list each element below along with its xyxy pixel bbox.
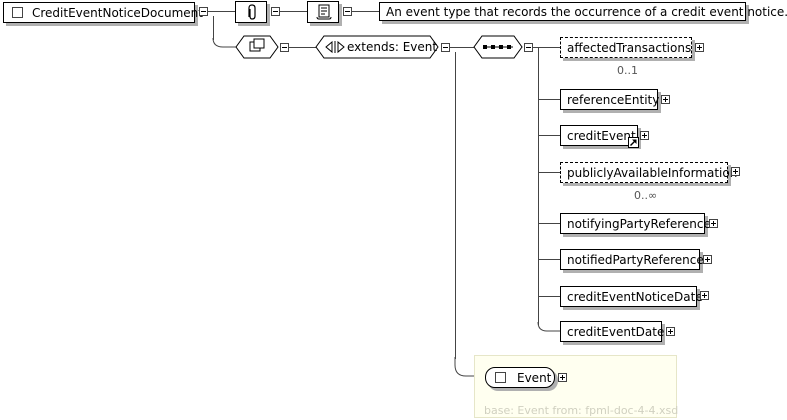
connector-curve [212, 37, 237, 48]
element-label: publiclyAvailableInformation [567, 166, 738, 180]
extends-node[interactable]: extends: Event [347, 39, 437, 55]
extends-node-shape [315, 35, 439, 59]
element-affected-transactions[interactable]: affectedTransactions [560, 37, 692, 58]
documentation-collapse-toggle[interactable] [343, 7, 352, 16]
squares-icon [249, 38, 265, 52]
paperclip-icon [248, 4, 256, 20]
expand-toggle[interactable] [640, 131, 649, 140]
element-label: referenceEntity [567, 93, 660, 107]
connector [538, 223, 560, 224]
expand-toggle[interactable] [661, 95, 670, 104]
element-notifying-party-reference[interactable]: notifyingPartyReference [560, 213, 711, 234]
element-label: notifiedPartyReference [567, 253, 704, 267]
connector [455, 52, 456, 359]
element-publicly-available-information[interactable]: publiclyAvailableInformation [560, 162, 737, 183]
annotation-text: An event type that records the occurrenc… [386, 5, 787, 19]
root-element-label: CreditEventNoticeDocument [32, 6, 203, 20]
element-square-icon [495, 372, 506, 383]
connector [352, 11, 379, 12]
element-label: creditEventDate [567, 325, 665, 339]
connector [538, 99, 560, 100]
element-label: creditEventNoticeDate [567, 290, 703, 304]
root-collapse-toggle[interactable] [199, 7, 208, 16]
base-element-label: Event [517, 371, 552, 385]
cardinality-label: 0..1 [617, 64, 638, 77]
base-caption: base: Event from: fpml-doc-4-4.xsd [484, 404, 679, 417]
connector [533, 47, 560, 48]
sequence-node[interactable] [473, 35, 523, 60]
element-credit-event-notice-date[interactable]: creditEventNoticeDate [560, 286, 703, 307]
connector [280, 11, 307, 12]
expand-toggle[interactable] [709, 219, 718, 228]
sequence-spine [538, 47, 539, 325]
connector [208, 11, 235, 12]
expand-toggle[interactable] [695, 43, 704, 52]
expand-toggle[interactable] [731, 167, 740, 176]
element-label: notifyingPartyReference [567, 217, 711, 231]
element-credit-event-date[interactable]: creditEventDate [560, 321, 665, 342]
connector [538, 135, 560, 136]
connector-curve [454, 357, 485, 377]
connector [289, 47, 316, 48]
root-element[interactable]: CreditEventNoticeDocument [3, 2, 203, 23]
connector [538, 296, 560, 297]
complex-type-node[interactable] [235, 35, 279, 62]
attributes-collapse-toggle[interactable] [271, 7, 280, 16]
expand-toggle[interactable] [666, 327, 675, 336]
element-notified-party-reference[interactable]: notifiedPartyReference [560, 249, 704, 270]
reference-arrow-icon [628, 137, 639, 148]
connector [538, 259, 560, 260]
cardinality-label: 0..∞ [634, 189, 658, 202]
annotation-box: An event type that records the occurrenc… [379, 2, 787, 21]
sequence-collapse-toggle[interactable] [524, 43, 533, 52]
base-element-event[interactable]: Event [485, 367, 555, 388]
expand-toggle[interactable] [700, 291, 709, 300]
extension-arrows-icon [325, 40, 345, 54]
connector-curve [537, 321, 560, 332]
complex-type-collapse-toggle[interactable] [280, 43, 289, 52]
connector [450, 47, 474, 48]
extends-collapse-toggle[interactable] [441, 43, 450, 52]
connector [213, 16, 214, 40]
element-label: affectedTransactions [567, 41, 692, 55]
element-square-icon [12, 7, 23, 18]
extends-label: extends: Event [347, 40, 438, 54]
connector [538, 172, 560, 173]
element-label: creditEvent [567, 129, 636, 143]
sequence-dots-icon [483, 45, 513, 49]
documentation-box[interactable] [307, 1, 339, 23]
expand-toggle[interactable] [558, 373, 567, 382]
scroll-icon [316, 4, 332, 20]
attributes-box[interactable] [235, 1, 267, 23]
element-credit-event[interactable]: creditEvent [560, 125, 638, 146]
element-reference-entity[interactable]: referenceEntity [560, 89, 660, 110]
expand-toggle[interactable] [703, 255, 712, 264]
